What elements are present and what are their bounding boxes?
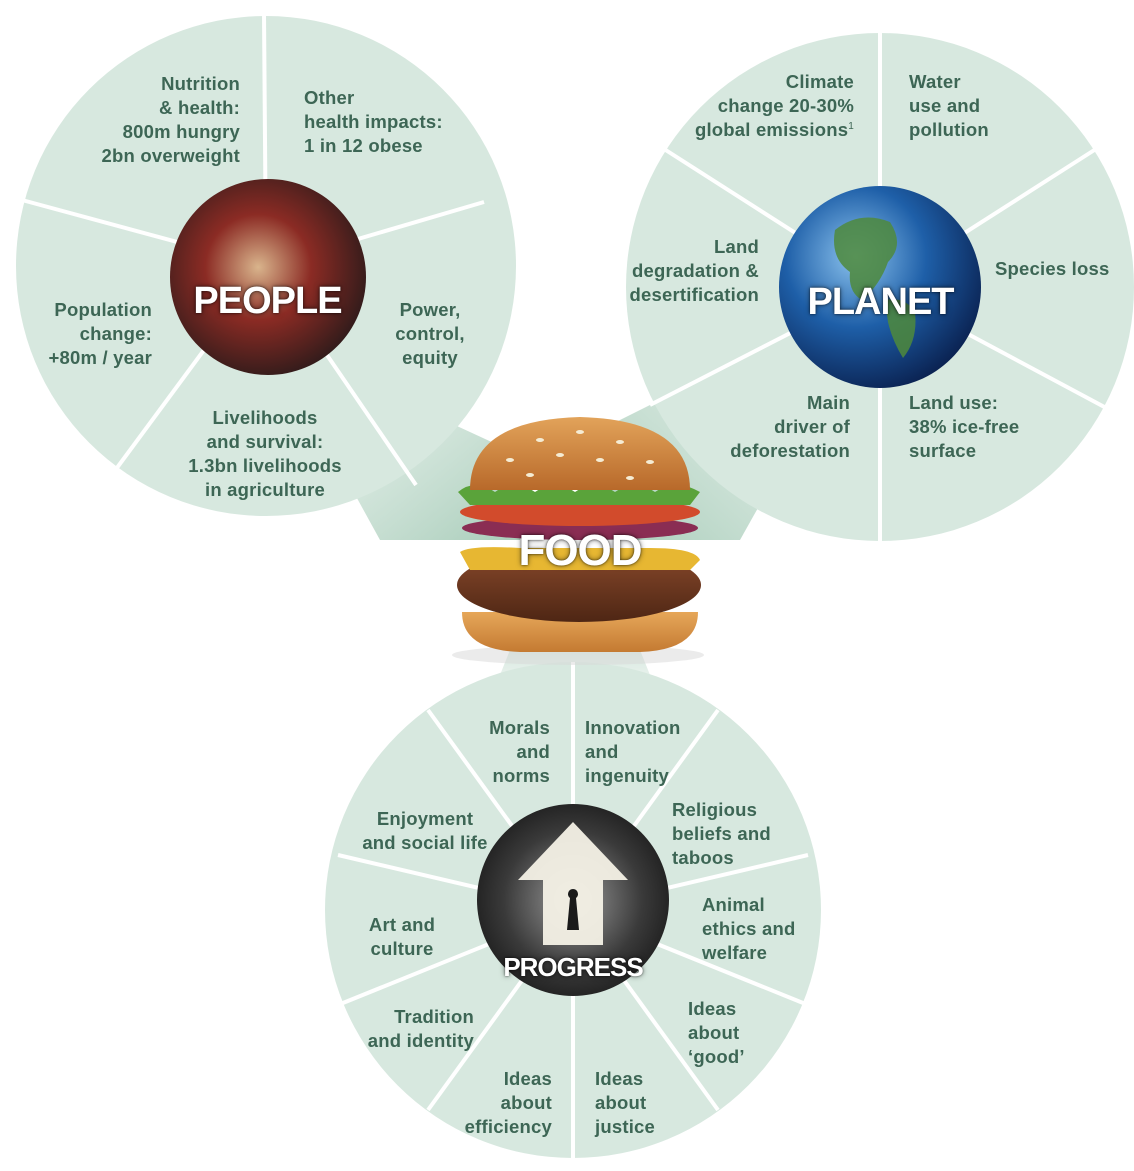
progress-segment-animal-ethics: Animal ethics and welfare	[702, 894, 796, 963]
planet-globe-icon	[779, 186, 981, 388]
people-segment-population: Population change: +80m / year	[48, 299, 152, 368]
people-title: PEOPLE	[193, 280, 342, 322]
progress-segment-religious: Religious beliefs and taboos	[672, 799, 771, 868]
planet-segment-land-use: Land use: 38% ice-free surface	[909, 392, 1020, 461]
progress-segment-ideas-good: Ideas about ‘good’	[688, 998, 745, 1067]
planet-segment-water: Water use and pollution	[909, 71, 989, 140]
climate-footnote: 1	[848, 120, 854, 132]
planet-land-icon	[834, 217, 916, 358]
people-segment-livelihoods: Livelihoods and survival: 1.3bn liveliho…	[188, 407, 342, 500]
burger-icon	[452, 417, 704, 665]
planet-segment-climate: Climate change 20-30% global emissions1	[694, 71, 854, 140]
planet-segment-deforestation: Main driver of deforestation	[730, 392, 850, 461]
people-photo-icon	[170, 179, 366, 375]
progress-arrow-icon	[518, 822, 628, 945]
progress-person-icon	[567, 889, 579, 930]
people-segment-other-health: Other health impacts: 1 in 12 obese	[304, 87, 443, 156]
progress-segment-ideas-justice: Ideas about justice	[595, 1068, 656, 1137]
progress-segment-enjoyment: Enjoyment and social life	[362, 808, 488, 853]
planet-segment-species: Species loss	[995, 258, 1110, 279]
progress-segment-ideas-efficiency: Ideas about efficiency	[464, 1068, 552, 1137]
progress-segment-tradition: Tradition and identity	[367, 1006, 474, 1051]
progress-segment-innovation: Innovation and ingenuity	[585, 717, 681, 786]
progress-title: PROGRESS	[503, 952, 643, 982]
people-segment-nutrition: Nutrition & health: 800m hungry 2bn over…	[101, 73, 240, 166]
progress-segment-art: Art and culture	[368, 914, 436, 959]
planet-title: PLANET	[807, 281, 955, 323]
food-title: FOOD	[518, 526, 642, 575]
planet-segment-land-degradation: Land degradation & desertification	[629, 236, 759, 305]
people-segment-power: Power, control, equity	[395, 299, 465, 368]
progress-segment-morals: Morals and norms	[489, 717, 550, 786]
